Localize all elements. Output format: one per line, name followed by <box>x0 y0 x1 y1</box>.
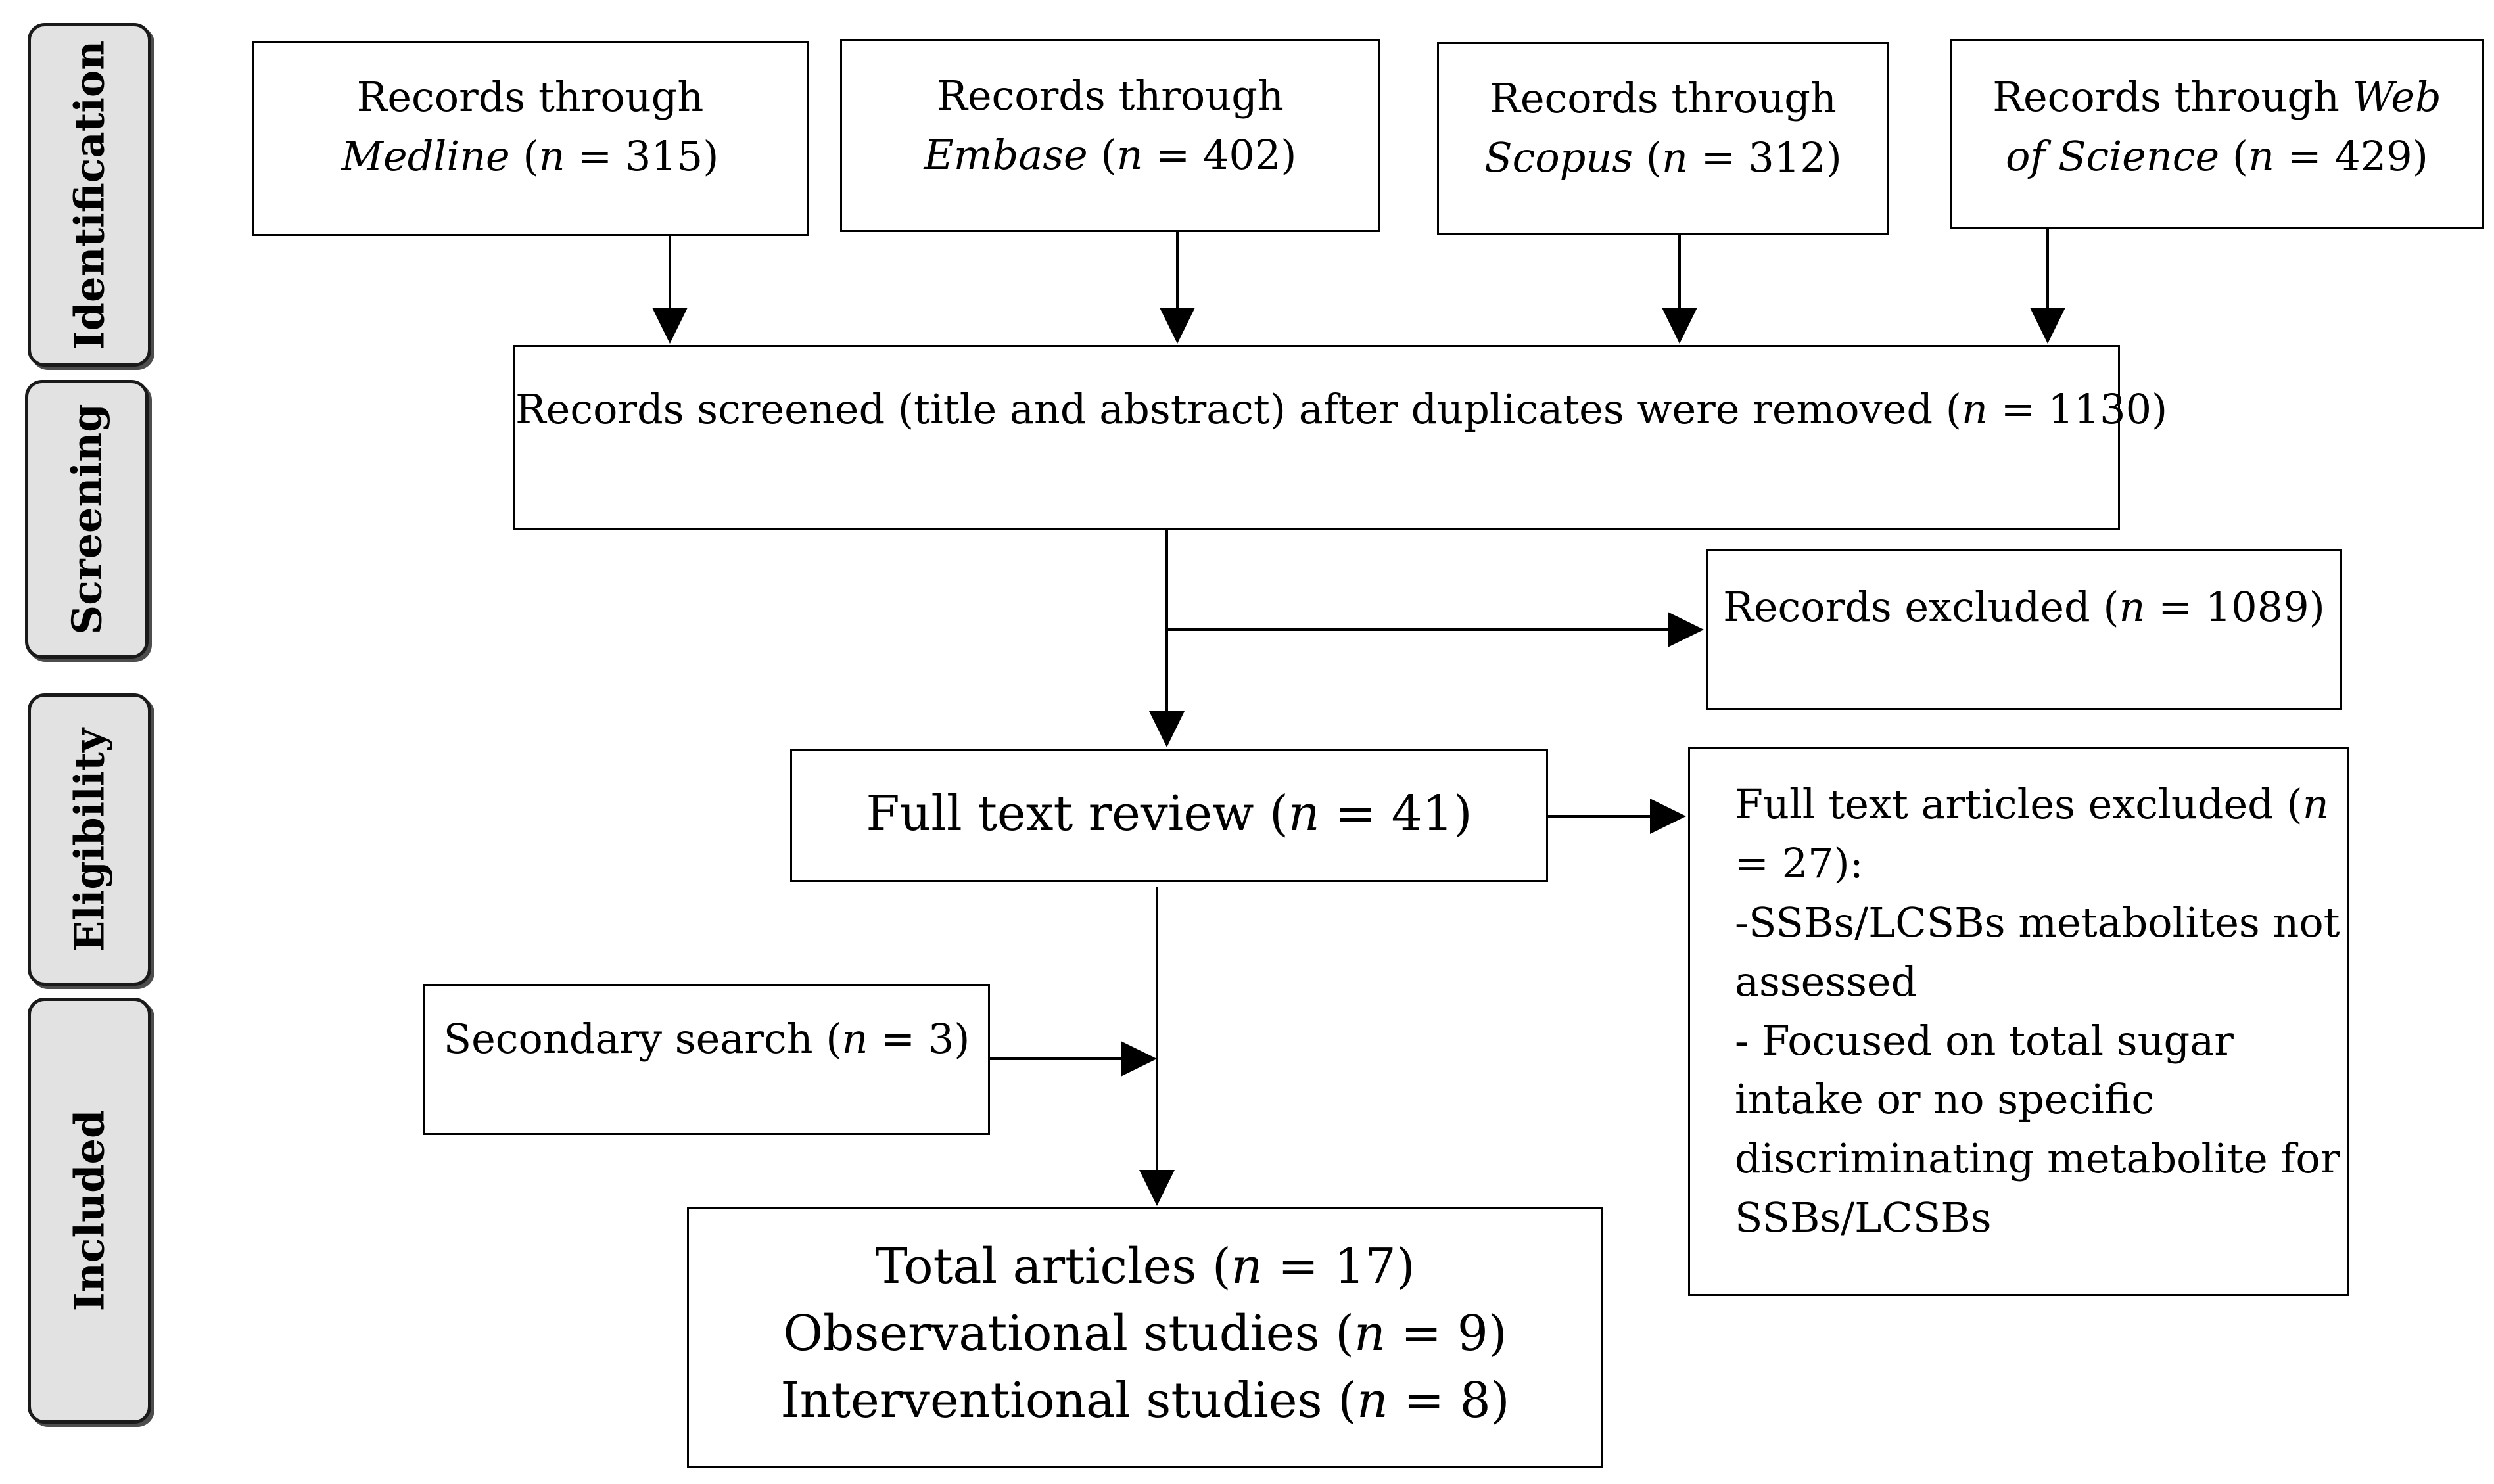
secondary-search-n: n <box>841 1015 868 1063</box>
arrowhead-embase <box>1160 308 1195 344</box>
observational-studies-n: n <box>1353 1305 1386 1362</box>
wos-line2: of Science (n = 429) <box>2006 131 2428 180</box>
interventional-studies-count: = 8) <box>1388 1372 1510 1429</box>
records-excluded-text: Records excluded ( <box>1723 583 2119 631</box>
arrowhead-scopus <box>1662 308 1697 344</box>
interventional-studies-text: Interventional studies ( <box>780 1372 1357 1429</box>
wos-prefix: Records through <box>1992 73 2353 121</box>
stage-identification: Identification <box>28 23 151 367</box>
fulltext-review-line: Full text review (n = 41) <box>792 779 1546 849</box>
fulltext-review-text: Full text review ( <box>866 785 1288 842</box>
arrowhead-excluded <box>1668 612 1704 647</box>
screened-count: = 1130) <box>1987 385 2168 433</box>
scopus-line1: Records through <box>1490 74 1837 122</box>
total-articles-box: Total articles (n = 17) Observational st… <box>687 1207 1603 1468</box>
fulltext-excluded-line7: discriminating metabolite for <box>1735 1134 2340 1183</box>
arrowhead-secondary <box>1121 1041 1157 1077</box>
secondary-search-text: Secondary search ( <box>443 1015 842 1063</box>
observational-studies-line: Observational studies (n = 9) <box>689 1300 1601 1367</box>
medline-count: = 315) <box>565 131 719 180</box>
stage-included-label: Included <box>65 1109 114 1312</box>
scopus-n: n <box>1662 133 1688 181</box>
screened-text: Records screened (title and abstract) af… <box>515 385 1962 433</box>
interventional-studies-line: Interventional studies (n = 8) <box>689 1367 1601 1434</box>
fulltext-excluded-line5: - Focused on total sugar <box>1735 1016 2234 1065</box>
stage-screening-label: Screening <box>62 404 111 635</box>
total-articles-n: n <box>1231 1238 1263 1295</box>
secondary-search-box: Secondary search (n = 3) <box>423 984 990 1135</box>
wos-box: Records through Web of Science (n = 429) <box>1950 39 2484 229</box>
observational-studies-count: = 9) <box>1385 1305 1507 1362</box>
stage-screening: Screening <box>25 380 149 659</box>
screened-box: Records screened (title and abstract) af… <box>513 345 2167 530</box>
fulltext-excluded-line8: SSBs/LCSBs <box>1735 1194 1992 1242</box>
fulltext-review-box: Full text review (n = 41) <box>790 749 1548 882</box>
fulltext-excluded-line1: Full text articles excluded (n <box>1735 775 2334 834</box>
interventional-studies-n: n <box>1356 1372 1388 1429</box>
fulltext-excluded-line2: = 27): <box>1735 839 1864 887</box>
records-excluded-box: Records excluded (n = 1089) <box>1706 549 2342 710</box>
arrowhead-wos <box>2030 308 2065 344</box>
scopus-box: Records through Scopus (n = 312) <box>1437 42 1889 235</box>
observational-studies-text: Observational studies ( <box>783 1305 1354 1362</box>
wos-n: n <box>2248 131 2274 180</box>
fulltext-excluded-box: Full text articles excluded (n = 27): -S… <box>1688 747 2349 1296</box>
secondary-search-count: = 3) <box>868 1015 970 1063</box>
embase-box: Records through Embase (n = 402) <box>840 39 1380 232</box>
medline-box: Records through Medline (n = 315) <box>252 41 809 236</box>
arrowhead-total <box>1139 1170 1175 1206</box>
wos-count: = 429) <box>2274 131 2428 180</box>
fulltext-excluded-n: n <box>2302 780 2329 828</box>
medline-n: n <box>538 131 565 180</box>
scopus-db: Scopus <box>1484 133 1634 181</box>
scopus-line2: Scopus (n = 312) <box>1484 133 1842 181</box>
arrowhead-medline <box>652 308 688 344</box>
fulltext-excluded-line6: intake or no specific <box>1735 1075 2155 1124</box>
screened-n: n <box>1961 385 1988 433</box>
embase-line1: Records through <box>937 72 1284 120</box>
embase-count: = 402) <box>1142 130 1297 179</box>
fulltext-excluded-text: Full text articles excluded ( <box>1735 780 2303 828</box>
screened-line: Records screened (title and abstract) af… <box>515 380 2167 439</box>
records-excluded-n: n <box>2119 583 2146 631</box>
embase-n: n <box>1116 130 1143 179</box>
medline-line2: Medline (n = 315) <box>341 131 719 180</box>
fulltext-review-n: n <box>1288 785 1320 842</box>
wos-db-part1: Web <box>2352 73 2441 121</box>
records-excluded-line: Records excluded (n = 1089) <box>1708 578 2340 637</box>
stage-eligibility-label: Eligibility <box>65 728 114 952</box>
records-excluded-count: = 1089) <box>2145 583 2325 631</box>
total-articles-line: Total articles (n = 17) <box>689 1233 1601 1300</box>
secondary-search-line: Secondary search (n = 3) <box>425 1009 988 1069</box>
total-articles-count: = 17) <box>1262 1238 1415 1295</box>
wos-line1: Records through Web <box>1952 68 2482 127</box>
medline-db: Medline <box>341 131 510 180</box>
arrowhead-fulltext <box>1149 711 1185 747</box>
total-articles-text: Total articles ( <box>875 1238 1231 1295</box>
scopus-count: = 312) <box>1687 133 1842 181</box>
stage-identification-label: Identification <box>65 40 114 350</box>
medline-line1: Records through <box>356 73 704 121</box>
stage-eligibility: Eligibility <box>28 693 151 986</box>
arrowhead-fulltext-excluded <box>1650 799 1686 834</box>
embase-db: Embase <box>924 130 1088 179</box>
fulltext-excluded-line3: -SSBs/LCSBs metabolites not <box>1735 898 2340 946</box>
wos-db-part2: of Science <box>2006 131 2220 180</box>
embase-line2: Embase (n = 402) <box>924 130 1297 179</box>
stage-included: Included <box>28 998 151 1424</box>
fulltext-excluded-line4: assessed <box>1735 957 1918 1006</box>
fulltext-review-count: = 41) <box>1319 785 1472 842</box>
